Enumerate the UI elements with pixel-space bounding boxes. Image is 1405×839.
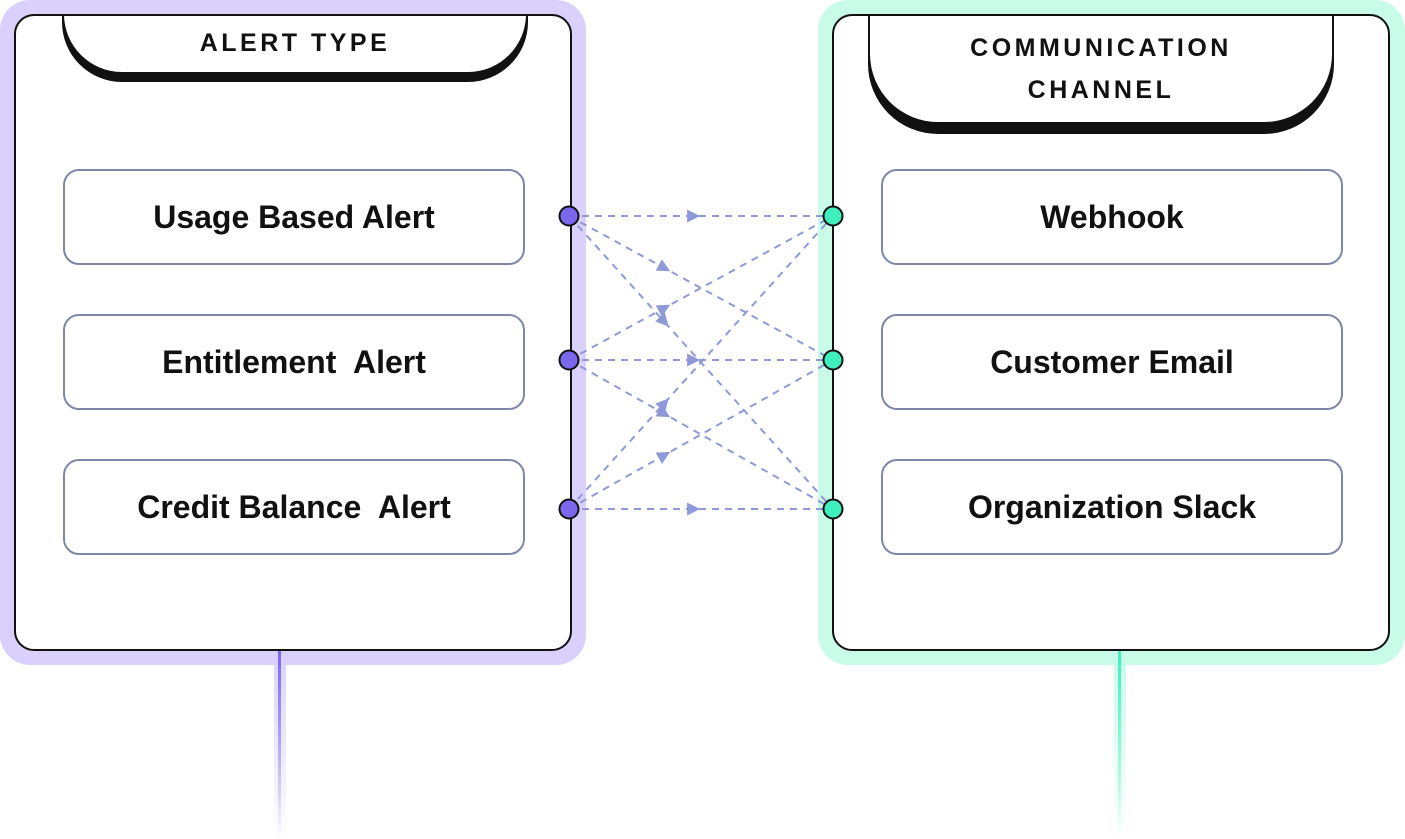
connector-arrow-icon bbox=[655, 312, 669, 327]
connector-arrow-icon bbox=[655, 398, 669, 413]
connector-arrow-icon bbox=[687, 209, 701, 223]
communication-channel-port[interactable] bbox=[822, 498, 844, 520]
connector-line bbox=[568, 215, 834, 510]
alert-type-panel: ALERT TYPE Usage Based Alert Entitlement… bbox=[14, 14, 572, 651]
alert-type-credit-balance[interactable]: Credit Balance Alert bbox=[63, 459, 525, 555]
communication-channel-stem bbox=[1114, 651, 1126, 839]
channel-webhook[interactable]: Webhook bbox=[881, 169, 1343, 265]
connector-arrows bbox=[655, 209, 701, 516]
channel-customer-email[interactable]: Customer Email bbox=[881, 314, 1343, 410]
communication-channel-stem-core bbox=[1118, 651, 1121, 839]
connector-arrow-icon bbox=[655, 304, 671, 317]
communication-channel-port[interactable] bbox=[822, 349, 844, 371]
connector-arrow-icon bbox=[687, 502, 701, 516]
alert-type-stem-core bbox=[278, 651, 281, 839]
alert-type-entitlement[interactable]: Entitlement Alert bbox=[63, 314, 525, 410]
communication-channel-port[interactable] bbox=[822, 205, 844, 227]
connector-arrow-icon bbox=[655, 259, 671, 272]
alert-type-port[interactable] bbox=[558, 205, 580, 227]
alert-type-port[interactable] bbox=[558, 498, 580, 520]
connector-arrow-icon bbox=[655, 451, 671, 464]
connector-line bbox=[568, 215, 834, 361]
connector-arrow-icon bbox=[687, 353, 701, 367]
communication-channel-title-line1: COMMUNICATION bbox=[970, 34, 1232, 62]
connector-line bbox=[568, 359, 834, 510]
alert-type-port[interactable] bbox=[558, 349, 580, 371]
communication-channel-panel: COMMUNICATION CHANNEL Webhook Customer E… bbox=[832, 14, 1390, 651]
connector-ports bbox=[558, 205, 844, 520]
connector-arrow-icon bbox=[655, 405, 671, 418]
communication-channel-title: COMMUNICATION CHANNEL bbox=[868, 16, 1334, 124]
alert-type-usage-based[interactable]: Usage Based Alert bbox=[63, 169, 525, 265]
connector-line bbox=[568, 215, 834, 361]
connector-line bbox=[568, 359, 834, 510]
alert-type-title: ALERT TYPE bbox=[62, 16, 528, 74]
communication-channel-title-line2: CHANNEL bbox=[1027, 76, 1175, 104]
alert-type-stem bbox=[274, 651, 286, 839]
channel-organization-slack[interactable]: Organization Slack bbox=[881, 459, 1343, 555]
connector-lines bbox=[568, 215, 834, 510]
